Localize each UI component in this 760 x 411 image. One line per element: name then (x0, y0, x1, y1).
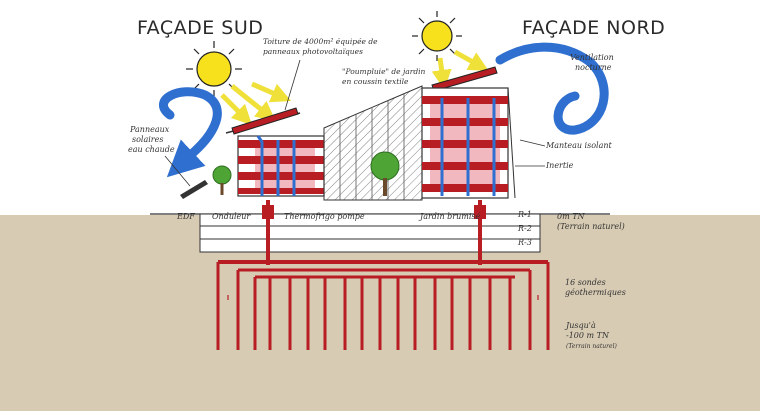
south-building (237, 135, 325, 197)
roof-pv-south (225, 107, 301, 135)
label-depth: Jusqu'à -100 m TN (Terrain naturel) (564, 321, 617, 350)
tree-icon (212, 165, 232, 195)
svg-text:solaires: solaires (132, 135, 163, 144)
svg-text:Panneaux: Panneaux (129, 125, 170, 134)
label-thermal-pump: Thermofrigo pompe (284, 212, 365, 221)
tree-icon (370, 151, 400, 196)
label-misted-garden: Jardin brumisé (418, 212, 481, 221)
north-building (421, 87, 516, 199)
title-south: FAÇADE SUD (137, 17, 263, 39)
svg-text:Manteau isolant: Manteau isolant (545, 141, 612, 150)
svg-text:Inertie: Inertie (545, 161, 574, 170)
label-roof-pv: Toiture de 4000m² équipée de panneaux ph… (263, 37, 378, 56)
label-edf: EDF (176, 212, 195, 221)
pointer-solar (164, 155, 191, 187)
label-inverter: Onduleur (212, 212, 251, 221)
sun-icon (186, 41, 242, 97)
greenhouse (323, 85, 423, 201)
svg-text:Ventilation: Ventilation (570, 53, 614, 62)
geothermal-probe-icon (216, 260, 550, 350)
pointer-roof (284, 59, 301, 111)
svg-text:16 sondes: 16 sondes (565, 278, 606, 287)
label-level-r2: R-2 (517, 224, 532, 233)
label-level-r3: R-3 (517, 238, 532, 247)
svg-text:eau chaude: eau chaude (128, 145, 175, 154)
solar-arrows (220, 49, 489, 126)
label-night-ventilation: Ventilation nocturne (570, 53, 614, 72)
title-north: FAÇADE NORD (522, 17, 665, 39)
basement (199, 213, 541, 253)
svg-text:géothermiques: géothermiques (565, 288, 626, 297)
label-greenhouse: "Poumpluie" de jardin en coussin textile (342, 67, 426, 86)
wind-loop-icon (159, 87, 222, 178)
label-sliding-mantle: Manteau isolant (545, 141, 612, 150)
label-probes: 16 sondes géothermiques (565, 278, 626, 297)
label-solar-panels: Panneaux solaires eau chaude (128, 125, 175, 154)
svg-text:panneaux photovoltaïques: panneaux photovoltaïques (263, 47, 363, 56)
svg-text:0m TN: 0m TN (557, 212, 586, 221)
svg-text:Toiture de 4000m² équipée de: Toiture de 4000m² équipée de (263, 37, 378, 46)
svg-text:nocturne: nocturne (575, 63, 612, 72)
hot-water-solar-panel (180, 180, 208, 199)
label-inertia: Inertie (545, 161, 574, 170)
svg-text:-100 m TN: -100 m TN (566, 331, 610, 340)
svg-text:(Terrain naturel): (Terrain naturel) (566, 343, 617, 350)
sun-icon (412, 11, 462, 61)
label-level-r1: R-1 (517, 210, 532, 219)
pump-box-south (262, 205, 274, 219)
wind-loop-icon (495, 42, 609, 135)
svg-text:Jusqu'à: Jusqu'à (564, 321, 596, 330)
label-ground-level: 0m TN (Terrain naturel) (557, 212, 625, 231)
svg-text:en coussin textile: en coussin textile (342, 77, 409, 86)
svg-text:(Terrain naturel): (Terrain naturel) (557, 222, 625, 231)
pump-box-north (474, 205, 486, 219)
svg-text:"Poumpluie" de jardin: "Poumpluie" de jardin (342, 67, 426, 76)
